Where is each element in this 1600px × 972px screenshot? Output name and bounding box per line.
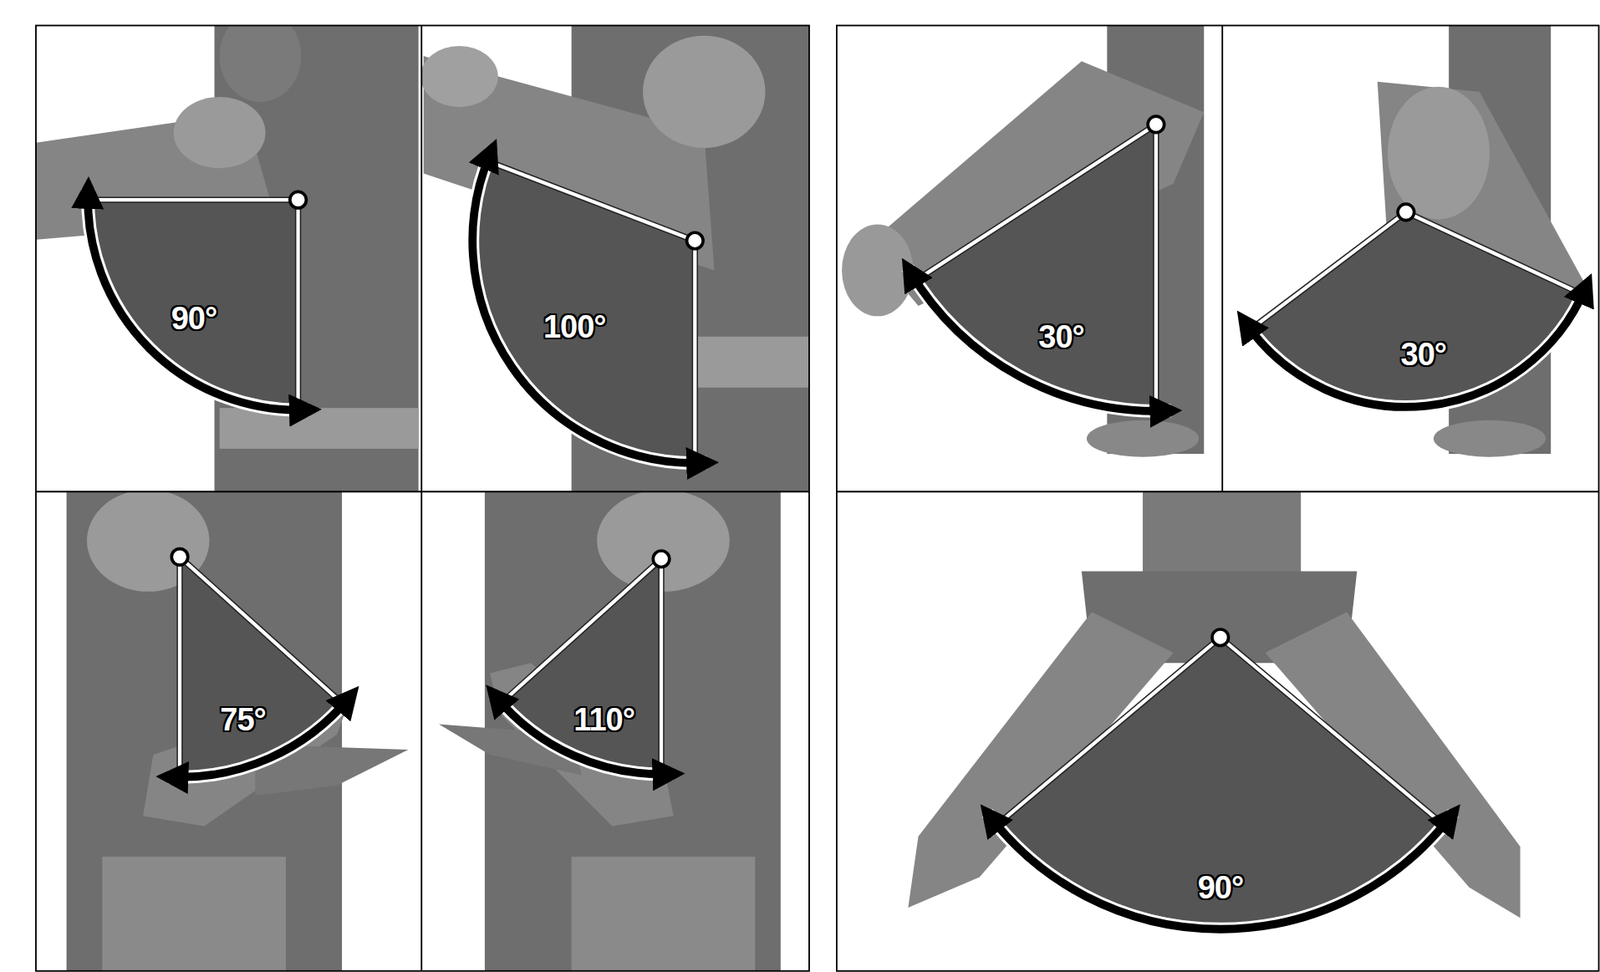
- radius-line: [692, 240, 697, 458]
- pivot-dot: [171, 549, 189, 566]
- radius-line: [178, 556, 182, 771]
- radius-line: [920, 124, 1156, 278]
- pivot-dot: [1397, 203, 1415, 221]
- angle-wedge: [472, 150, 707, 464]
- radius-line: [493, 163, 696, 241]
- radius-line: [179, 556, 339, 700]
- radius-line-edge: [295, 199, 301, 404]
- radius-line: [94, 198, 299, 202]
- motion-arrow: [990, 817, 1451, 930]
- arc-halo: [494, 694, 673, 775]
- motion-arrow: [1246, 288, 1585, 408]
- radius-line: [295, 199, 300, 404]
- radius-line: [1220, 637, 1440, 822]
- angle-wedge: [907, 116, 1172, 412]
- motion-arrow: [172, 698, 349, 778]
- radius-line: [1255, 212, 1407, 327]
- pivot-dot: [1212, 629, 1229, 647]
- figure-arm-flexion: [421, 25, 810, 493]
- wedge-fill: [920, 124, 1156, 406]
- radius-line-edge: [179, 556, 339, 700]
- radius-line-edge: [1152, 124, 1159, 406]
- angle-wedges: [87, 116, 1587, 930]
- figure-arm-abduction: [35, 25, 419, 493]
- radius-line-edge: [692, 240, 699, 458]
- figure-arm-reach-left: [438, 491, 781, 972]
- motion-arrow: [87, 192, 306, 410]
- radius-line-edge: [657, 559, 664, 769]
- radius-line-edge: [1001, 637, 1221, 822]
- wedge-fill: [94, 199, 299, 404]
- arc-halo: [1244, 285, 1587, 408]
- arc-halo: [168, 695, 352, 778]
- angle-wedge: [1244, 203, 1587, 408]
- radius-line-edge: [505, 559, 662, 699]
- angle-label: 90°: [1197, 869, 1244, 906]
- angle-label: 100°: [543, 308, 607, 345]
- pivot-dot: [290, 191, 307, 209]
- radius-line-edge: [920, 124, 1156, 278]
- angle-wedge: [494, 550, 673, 775]
- angle-label: 30°: [1038, 318, 1084, 355]
- figure-silhouettes: [35, 10, 1592, 972]
- motion-arrow: [472, 153, 703, 464]
- figure-leg-kick: [841, 25, 1204, 458]
- radius-line-edge: [1406, 212, 1578, 292]
- radius-line: [1406, 212, 1578, 292]
- radius-line: [1154, 124, 1158, 406]
- wedge-fill: [478, 163, 696, 457]
- angle-label: 110°: [573, 701, 635, 738]
- radius-line-edge: [176, 556, 183, 771]
- radius-line-edge: [1255, 212, 1407, 327]
- motion-arrow: [910, 272, 1167, 412]
- pivot-dot: [652, 550, 670, 568]
- radius-line-edge: [94, 197, 299, 204]
- panel-borders: [35, 25, 1600, 972]
- radius-line: [659, 559, 663, 769]
- angle-wedge: [987, 629, 1453, 930]
- arc-halo: [987, 813, 1453, 930]
- arc-halo: [472, 150, 707, 464]
- angle-label: 90°: [171, 300, 217, 337]
- radius-line: [505, 559, 662, 699]
- pivot-dot: [687, 232, 704, 250]
- radius-line-edge: [493, 163, 696, 241]
- radius-line: [1001, 637, 1221, 822]
- angle-wedge: [87, 188, 310, 411]
- angle-wedge: [168, 549, 352, 778]
- motion-arrow: [496, 697, 669, 775]
- radius-line-edge: [1220, 637, 1440, 822]
- angle-label: 75°: [219, 701, 265, 738]
- angle-label: 30°: [1401, 336, 1447, 372]
- pivot-dot: [1147, 116, 1165, 133]
- figure-arm-reach-right: [66, 491, 409, 972]
- arc-halo: [907, 267, 1172, 411]
- arc-halo: [87, 188, 310, 411]
